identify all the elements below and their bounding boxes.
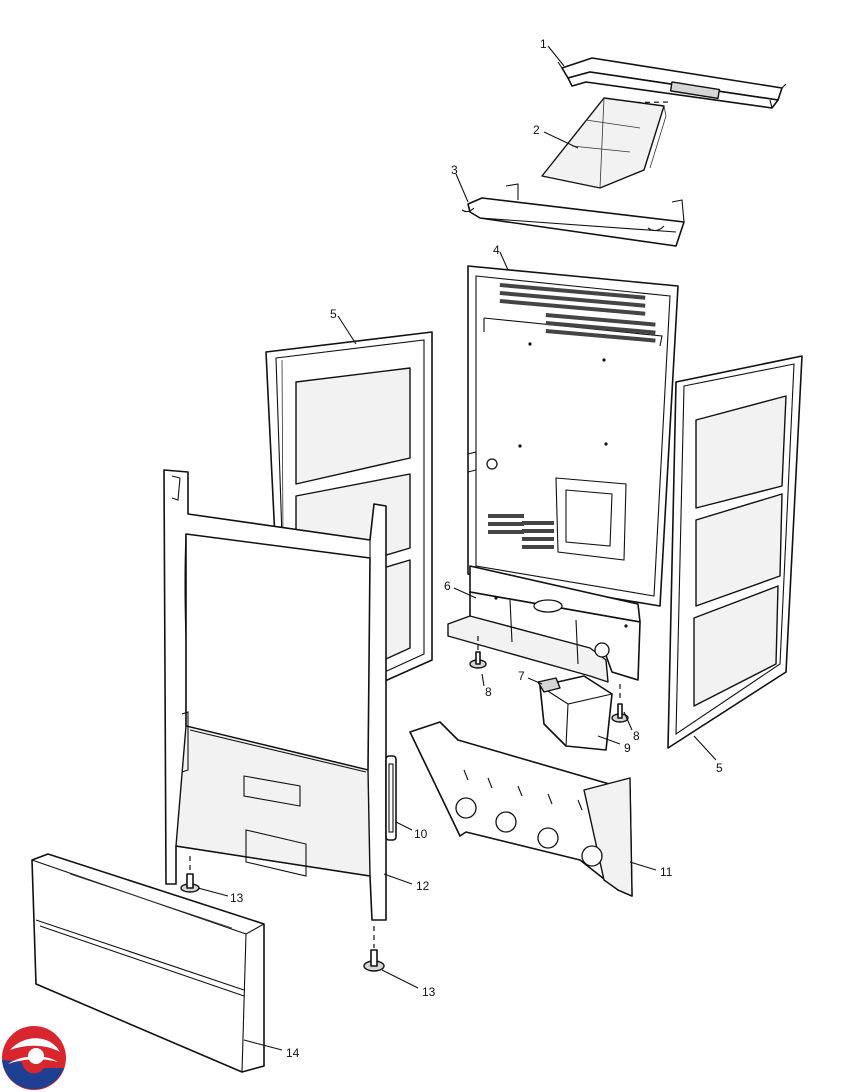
callout-5-left: 5 [330,307,337,321]
callout-13-upper: 13 [230,891,244,905]
callout-12: 12 [416,879,430,893]
part-1-top-rail [557,57,787,109]
callout-14: 14 [286,1046,300,1060]
callout-3: 3 [451,163,458,177]
callout-6: 6 [444,579,451,593]
callout-1: 1 [540,37,547,51]
callout-7: 7 [518,669,525,683]
part-8-foot-right [611,703,629,723]
part-10-hinge [385,755,397,841]
callout-9: 9 [624,741,631,755]
part-3-bracket [461,183,685,247]
part-5-side-panel-right [667,355,803,749]
callout-5-right: 5 [716,761,723,775]
part-4-back-panel [467,265,679,607]
part-6-base-bracket [447,565,641,683]
part-13-foot-lower [363,949,385,972]
part-13-foot-upper [180,873,200,893]
part-11-lower-shield [409,721,633,897]
part-14-drawer-front [31,853,265,1073]
callout-2: 2 [533,123,540,137]
callout-11: 11 [660,865,673,879]
callout-8-left: 8 [485,685,492,699]
part-8-foot-left [469,651,487,669]
callout-4: 4 [493,243,500,257]
leader-lines [197,45,717,1051]
parts-logo-icon [2,1026,66,1090]
part-2-duct-shield [541,97,667,189]
callout-13-lower: 13 [422,985,436,999]
part-12-front-frame [163,469,387,921]
lower-vent-slots [488,514,554,549]
callout-10: 10 [414,827,428,841]
top-vent-holes [499,283,656,343]
part-9-box-component [537,675,613,751]
callout-8-right: 8 [633,729,640,743]
